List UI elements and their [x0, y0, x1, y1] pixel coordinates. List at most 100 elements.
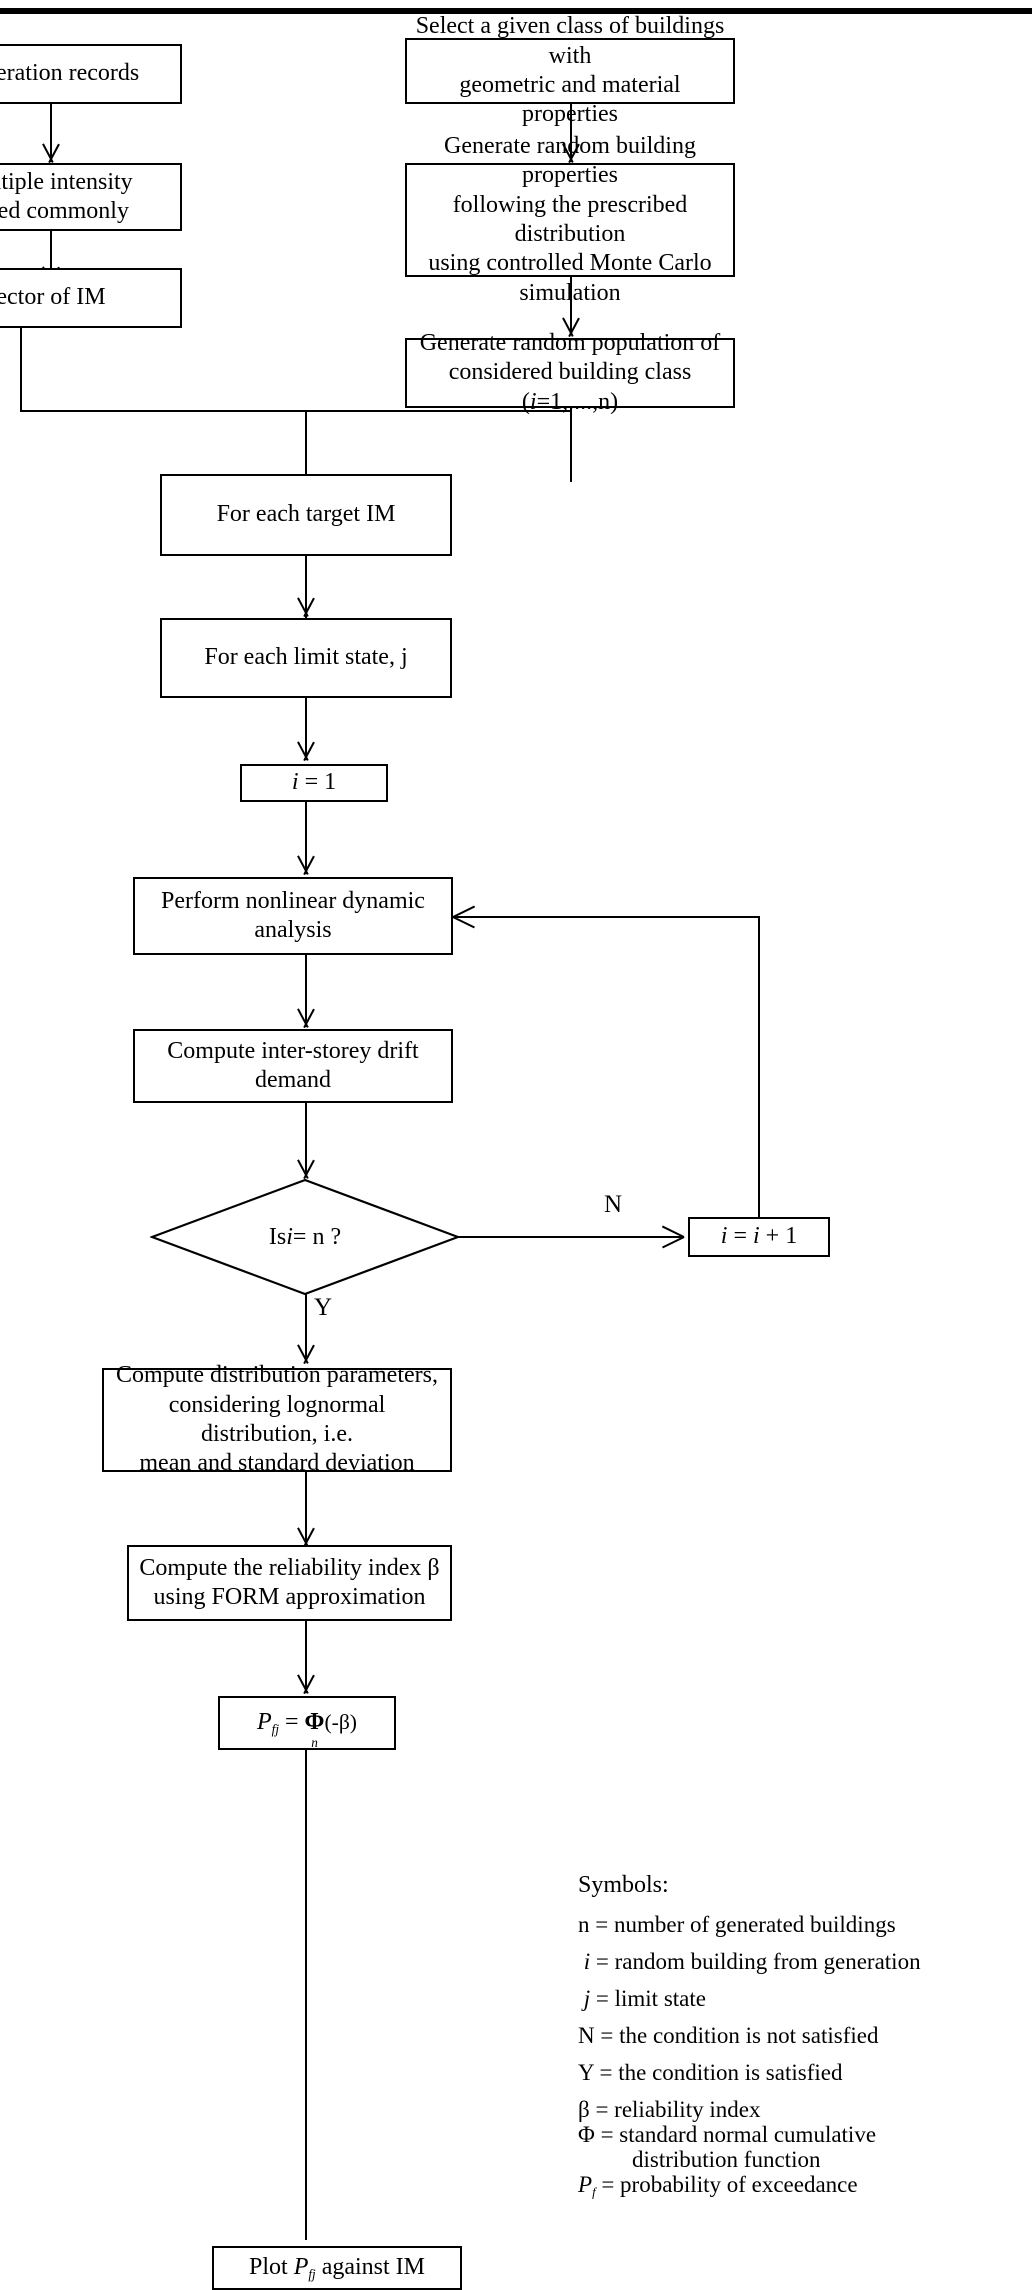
left-box-acceleration-records-label: f acceleration records	[0, 60, 140, 87]
yes-branch-label: Y	[314, 1294, 333, 1321]
main-box-i-equals-1: i = 1	[240, 764, 388, 802]
main-box-perform-analysis-label: Perform nonlinear dynamic analysis	[161, 887, 425, 943]
merge-to-main-stem	[305, 410, 307, 474]
symbol-row-phi-cont: distribution function	[578, 2148, 1028, 2171]
pf-subscript: fj	[271, 1721, 279, 1737]
decision-diamond-label: Is i = n ?	[268, 1223, 342, 1250]
symbol-beta-desc: = reliability index	[595, 2097, 761, 2122]
right-box-generate-properties: Generate random building properties foll…	[405, 133, 735, 306]
main-box-for-each-target-im: For each target IM	[160, 474, 452, 556]
main-box-compute-drift-label: Compute inter-storey drift demand	[167, 1037, 419, 1093]
right-connector-1	[570, 104, 572, 162]
symbol-j-desc: = limit state	[595, 1986, 706, 2011]
increment-i-symbol-1: i	[720, 1223, 728, 1250]
no-branch-line	[458, 1236, 683, 1238]
left-merge-stem	[20, 328, 22, 412]
symbol-Y: Y	[578, 2060, 594, 2085]
main-box-compute-drift: Compute inter-storey drift demand	[133, 1029, 453, 1103]
symbol-phi: Φ	[578, 2122, 595, 2147]
left-box-multiple-intensity-label: to multiple intensity nchored commonly	[0, 168, 174, 227]
symbol-Pf-subscript: f	[592, 2185, 596, 2200]
symbol-row-n: n = number of generated buildings	[578, 1913, 1028, 1936]
main-box-i-equals-1-label: i = 1	[291, 769, 337, 796]
main-box-for-each-limit-state-label: For each limit state, j	[204, 644, 408, 671]
no-branch-label: N	[604, 1191, 623, 1218]
decision-diamond: Is i = n ?	[150, 1178, 460, 1296]
main-connector-6	[305, 1472, 307, 1542]
right-box-generate-population: Generate random population of considered…	[405, 330, 735, 415]
yes-branch-line	[305, 1294, 307, 1362]
main-connector-4	[305, 955, 307, 1027]
symbol-row-N: N = the condition is not satisfied	[578, 2024, 1028, 2047]
main-connector-5	[305, 1103, 307, 1177]
increment-i-symbol-2: i	[753, 1223, 760, 1250]
population-index-symbol: i	[529, 388, 537, 415]
main-connector-1	[305, 556, 307, 618]
main-box-compute-reliability: Compute the reliability index β using FO…	[127, 1545, 452, 1621]
left-box-vector-of-im: p vector of IM	[0, 268, 182, 328]
left-box-multiple-intensity-line2: nchored commonly	[0, 198, 129, 224]
main-box-compute-distribution: Compute distribution parameters, conside…	[102, 1362, 452, 1476]
symbol-j: j	[583, 1986, 591, 2011]
symbol-row-beta: β = reliability index	[578, 2098, 1028, 2121]
merge-bus	[20, 410, 571, 412]
main-arrowhead-3	[295, 856, 317, 874]
merge-bus-right-drop	[570, 408, 572, 412]
symbol-row-phi: Φ = standard normal cumulative	[578, 2123, 1028, 2146]
symbol-row-Y: Y = the condition is satisfied	[578, 2061, 1028, 2084]
right-box-population-line1: Generate random population of	[419, 330, 721, 357]
main-box-for-each-target-im-label: For each target IM	[216, 501, 396, 528]
symbol-n-desc: = number of generated buildings	[595, 1912, 896, 1937]
loop-feedback-horizontal	[453, 916, 759, 918]
right-box-generate-line3: using controlled Monte Carlo	[428, 250, 712, 277]
main-arrowhead-1	[295, 598, 317, 616]
phi-subscript: n	[311, 1735, 318, 1751]
main-box-compute-reliability-label: Compute the reliability index β using FO…	[135, 1554, 444, 1613]
pf-symbol: P	[256, 1709, 272, 1736]
main-box-perform-analysis: Perform nonlinear dynamic analysis	[133, 877, 453, 955]
compute-distribution-line2: considering lognormal distribution, i.e.	[168, 1391, 386, 1447]
symbol-row-j: j = limit state	[578, 1987, 1028, 2010]
main-box-compute-distribution-label: Compute distribution parameters, conside…	[110, 1361, 444, 1478]
plot-pf-symbol: P	[293, 2254, 309, 2281]
symbol-Pf: P	[578, 2172, 593, 2197]
symbol-row-i: i = random building from generation	[578, 1950, 1028, 1973]
main-connector-7	[305, 1621, 307, 1693]
right-box-generate-population-label: Generate random population of considered…	[413, 329, 727, 417]
left-connector-1	[50, 104, 52, 162]
no-branch-arrowhead	[664, 1225, 684, 1249]
loop-box-increment-i-label: i = i + 1	[720, 1223, 798, 1250]
main-connector-2	[305, 698, 307, 760]
right-merge-stem	[570, 408, 572, 482]
symbols-legend: Symbols: n = number of generated buildin…	[578, 1873, 1028, 2201]
main-connector-8	[305, 1750, 307, 2240]
loop-box-increment-i: i = i + 1	[688, 1217, 830, 1257]
left-arrowhead-1	[40, 144, 62, 162]
left-box-acceleration-records: f acceleration records	[0, 44, 182, 104]
loop-feedback-arrowhead	[453, 905, 473, 929]
main-arrowhead-2b	[295, 742, 317, 760]
decision-i-symbol: i	[286, 1223, 293, 1250]
plot-pf-subscript: fj	[308, 2266, 316, 2282]
main-arrowhead-5	[295, 1160, 317, 1178]
loop-feedback-vertical	[758, 916, 760, 1217]
main-arrowhead-4	[295, 1009, 317, 1027]
phi-symbol: Φ	[304, 1709, 325, 1736]
right-box-generate-properties-label: Generate random building properties foll…	[413, 132, 727, 308]
main-box-for-each-limit-state: For each limit state, j	[160, 618, 452, 698]
compute-distribution-line3: mean and standard deviation	[139, 1450, 415, 1477]
main-arrowhead-6	[295, 1528, 317, 1546]
main-connector-3	[305, 802, 307, 874]
symbol-N: N	[578, 2023, 595, 2048]
symbol-phi-desc: = standard normal cumulative	[600, 2122, 877, 2147]
symbol-row-Pf: Pf = probability of exceedance	[578, 2173, 1028, 2199]
left-box-vector-of-im-label: p vector of IM	[0, 284, 106, 311]
left-connector-2	[50, 231, 52, 285]
main-box-plot-pf-label: Plot Pfj against IM	[249, 2254, 425, 2282]
right-box-select-building-class: Select a given class of buildings with g…	[405, 13, 735, 127]
left-box-multiple-intensity: to multiple intensity nchored commonly	[0, 163, 182, 231]
main-box-plot-pf-against-im: Plot Pfj against IM	[212, 2246, 462, 2290]
